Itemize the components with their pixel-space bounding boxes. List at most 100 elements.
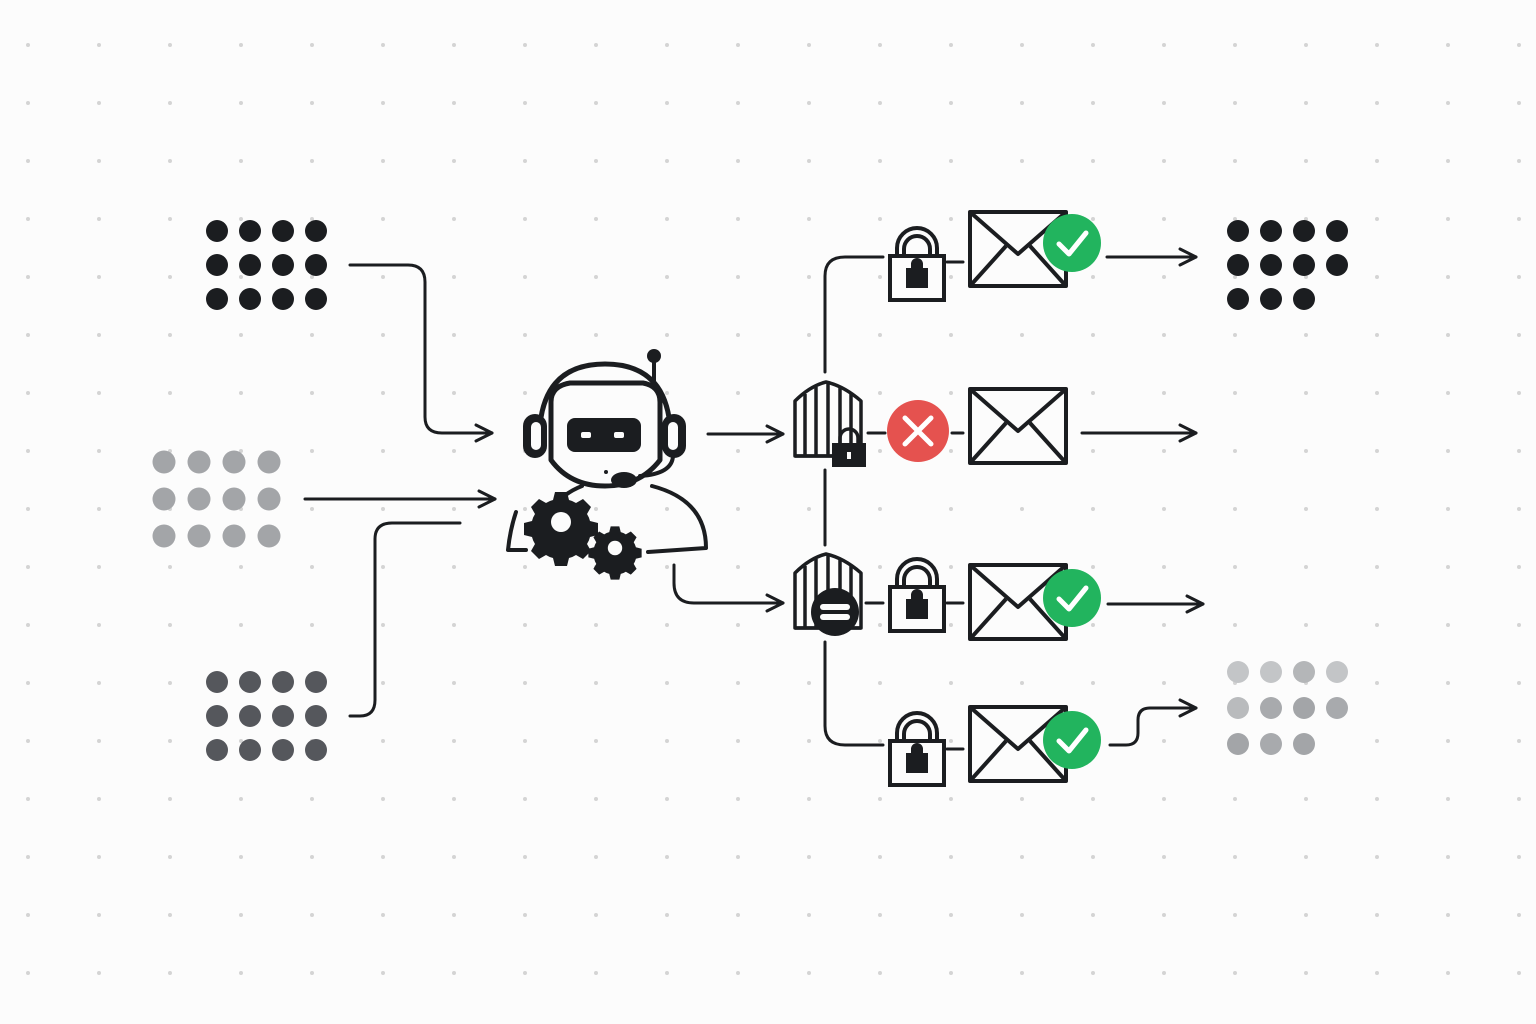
grid-dot [665,275,669,279]
destination-gray-dot [1227,733,1249,755]
grid-dot [523,43,527,47]
grid-dot [26,565,30,569]
grid-dot [1233,333,1237,337]
grid-dot [1446,623,1450,627]
robot-headset-agent-icon [506,349,708,554]
grid-dot [1020,101,1024,105]
grid-dot [1517,275,1521,279]
grid-dot [1517,739,1521,743]
grid-dot [1517,159,1521,163]
grid-dot [1304,217,1308,221]
grid-dot [1446,797,1450,801]
grid-dot [452,565,456,569]
destination-gray-dot [1260,733,1282,755]
grid-dot [1162,971,1166,975]
grid-dot [1446,913,1450,917]
grid-dot [1020,855,1024,859]
grid-dot [1091,391,1095,395]
source-gray-dot [222,450,246,474]
connector-firewall-route-1 [823,255,885,374]
connector-source-slate [348,521,462,718]
grid-dot [807,101,811,105]
grid-dot [736,449,740,453]
grid-dot [1091,101,1095,105]
grid-dot [310,913,314,917]
source-slate-dot-block [206,671,327,761]
check-icon [1043,214,1101,272]
grid-dot [736,217,740,221]
connector-filter-route-4 [823,640,885,747]
grid-dot [523,623,527,627]
grid-dot [878,507,882,511]
grid-dot [523,333,527,337]
destination-dark-dot [1326,254,1348,276]
grid-dot [1162,391,1166,395]
grid-dot [949,43,953,47]
grid-dot [807,43,811,47]
grid-dot [878,391,882,395]
grid-dot [168,623,172,627]
grid-dot [1304,391,1308,395]
grid-dot [381,159,385,163]
grid-dot [1233,913,1237,917]
grid-dot [168,101,172,105]
grid-dot [1304,101,1308,105]
grid-dot [381,217,385,221]
grid-dot [878,797,882,801]
grid-dot [523,101,527,105]
grid-dot [1446,565,1450,569]
route-3 [888,557,1101,641]
grid-dot [452,913,456,917]
grid-dot [807,739,811,743]
grid-dot [1091,971,1095,975]
connector-agent-to-filter [672,563,785,613]
grid-dot [1304,449,1308,453]
grid-dot [168,217,172,221]
grid-dot [949,217,953,221]
grid-dot [168,159,172,163]
grid-dot [310,333,314,337]
grid-dot [1517,217,1521,221]
grid-dot [26,217,30,221]
destination-dark-dot [1227,254,1249,276]
grid-dot [239,449,243,453]
grid-dot [665,159,669,163]
grid-dot [736,565,740,569]
grid-dot [736,681,740,685]
grid-dot [523,217,527,221]
grid-dot [310,855,314,859]
grid-dot [1517,507,1521,511]
grid-dot [523,159,527,163]
grid-dot [97,217,101,221]
grid-dot [523,391,527,395]
grid-dot [26,797,30,801]
grid-dot [168,275,172,279]
grid-dot [1091,449,1095,453]
grid-dot [1233,507,1237,511]
source-slate-dot [239,705,261,727]
grid-dot [310,391,314,395]
grid-dot [97,681,101,685]
grid-dot [381,855,385,859]
grid-dot [310,217,314,221]
grid-dot [949,623,953,627]
firewall-filter-icon [793,552,863,636]
grid-dot [878,449,882,453]
grid-dot [736,159,740,163]
grid-dot [1446,391,1450,395]
grid-dot [878,855,882,859]
source-dark-dot [305,288,327,310]
grid-dot [1375,507,1379,511]
grid-dot [168,855,172,859]
grid-dot [1233,449,1237,453]
grid-dot [239,855,243,859]
grid-dot [1446,217,1450,221]
grid-dot [239,565,243,569]
grid-dot [381,333,385,337]
grid-dot [381,507,385,511]
grid-dot [1517,449,1521,453]
grid-dot [1375,855,1379,859]
grid-dot [736,333,740,337]
grid-dot [310,565,314,569]
